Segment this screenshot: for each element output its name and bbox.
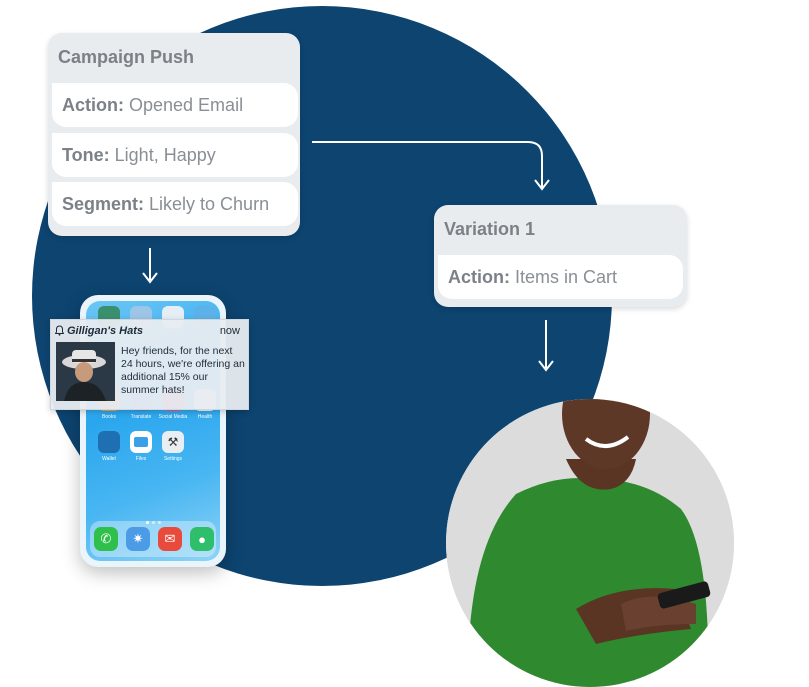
row-value: Light, Happy — [114, 144, 216, 165]
notification-image — [56, 342, 115, 401]
connector-arrow-right — [312, 141, 550, 191]
campaign-row-action: Action: Opened Email — [52, 83, 298, 127]
bell-icon — [55, 325, 64, 336]
down-arrow-icon — [142, 248, 158, 284]
notification-header: Gilligan's Hats now — [51, 320, 248, 342]
row-value: Likely to Churn — [149, 193, 270, 214]
campaign-row-tone: Tone: Light, Happy — [52, 133, 298, 177]
campaign-title: Campaign Push — [58, 47, 195, 67]
notification-message: Hey friends, for the next 24 hours, we'r… — [121, 345, 245, 396]
down-arrow-icon — [538, 320, 554, 372]
folder-icon — [130, 431, 152, 453]
notification-time: now — [219, 325, 240, 337]
settings-icon: ⚒ — [162, 431, 184, 453]
customer-photo — [446, 399, 734, 687]
row-value: Items in Cart — [515, 266, 618, 287]
notification-app-name: Gilligan's Hats — [67, 325, 143, 337]
app-label: Translate — [130, 414, 152, 420]
app-label: Wallet — [102, 456, 116, 462]
mail-icon: ✉ — [158, 527, 182, 551]
row-label: Segment: — [62, 193, 145, 214]
campaign-row-segment: Segment: Likely to Churn — [52, 182, 298, 226]
row-label: Action: — [448, 266, 510, 287]
wallet-icon — [98, 431, 120, 453]
page-dots — [146, 521, 166, 525]
variation-row-action: Action: Items in Cart — [438, 255, 683, 299]
messages-icon: ● — [190, 527, 214, 551]
phone-icon: ✆ — [94, 527, 118, 551]
variation-title: Variation 1 — [444, 219, 536, 239]
app-label: Books — [102, 414, 116, 420]
row-value: Opened Email — [129, 94, 244, 115]
push-notification[interactable]: Gilligan's Hats now Hey friends, for the… — [50, 319, 249, 410]
row-label: Action: — [62, 94, 124, 115]
app-label: Settings — [163, 456, 183, 462]
campaign-push-card: Campaign Push Action: Opened Email Tone:… — [48, 33, 300, 236]
compass-icon: ✷ — [126, 527, 150, 551]
row-label: Tone: — [62, 144, 110, 165]
app-label: Files — [135, 456, 147, 462]
variation-card: Variation 1 Action: Items in Cart — [434, 205, 687, 307]
phone-dock: ✆ ✷ ✉ ● — [90, 521, 216, 557]
app-label: Social Media — [158, 414, 188, 420]
app-label: Health — [197, 414, 213, 420]
